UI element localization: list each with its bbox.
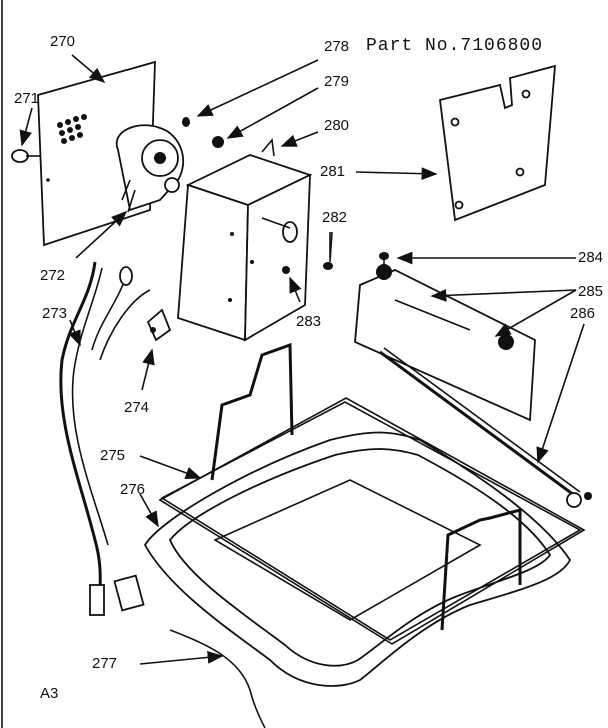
label-271: 271: [14, 90, 39, 107]
power-cord-273: [59, 261, 151, 616]
label-286: 286: [570, 305, 595, 322]
label-272: 272: [40, 267, 65, 284]
bracket-plate-281: [439, 64, 557, 222]
heater-bracket-285: [354, 264, 536, 422]
label-277: 277: [92, 655, 117, 672]
label-276: 276: [120, 481, 145, 498]
label-278: 278: [324, 38, 349, 55]
leader-270: [71, 54, 106, 84]
screw-282: [323, 231, 333, 270]
drain-tube-277: [169, 629, 266, 728]
part-number-title: Part No.7106800: [366, 36, 543, 56]
wire-rack-275: [158, 342, 586, 645]
label-285: 285: [578, 283, 603, 300]
leader-277: [139, 651, 224, 665]
label-280: 280: [324, 117, 349, 134]
leader-286: [536, 323, 585, 464]
label-282: 282: [322, 209, 347, 226]
control-box-280: [177, 138, 313, 342]
screw-284: [379, 252, 389, 268]
leader-283: [289, 276, 302, 303]
label-270: 270: [50, 33, 75, 50]
leader-273: [68, 319, 81, 347]
control-plate-270: [37, 60, 156, 247]
leader-285a: [430, 289, 577, 302]
footer-code: A3: [40, 685, 58, 702]
label-275: 275: [100, 447, 125, 464]
label-274: 274: [124, 399, 149, 416]
leader-274: [141, 348, 155, 391]
wire-nut-274: [146, 308, 172, 342]
timer-272: [115, 124, 185, 213]
leader-278: [196, 59, 319, 117]
label-273: 273: [42, 305, 67, 322]
leader-280: [280, 131, 319, 147]
leader-272: [75, 210, 128, 259]
tray-276: [143, 431, 572, 687]
label-279: 279: [324, 73, 349, 90]
heater-rod-286: [379, 347, 592, 508]
label-281: 281: [320, 163, 345, 180]
leader-276: [139, 493, 159, 528]
screw-271: [11, 149, 40, 163]
label-284: 284: [578, 249, 603, 266]
leader-275: [139, 455, 202, 480]
leader-279: [226, 87, 319, 139]
label-283: 283: [296, 313, 321, 330]
leader-lines: [19, 54, 585, 665]
leader-285b: [494, 289, 577, 337]
leader-271: [19, 107, 33, 147]
nut-279: [212, 136, 224, 148]
leader-281: [355, 167, 438, 181]
screw-278: [182, 117, 190, 127]
